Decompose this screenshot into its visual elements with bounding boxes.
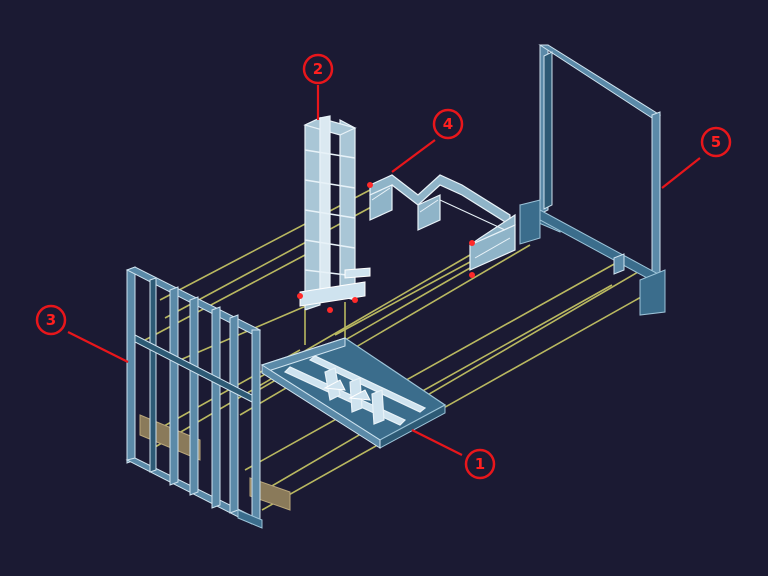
callout-label-5: 5 — [711, 133, 721, 151]
tower-part-2[interactable] — [297, 115, 371, 345]
callout-2[interactable]: 2 — [302, 53, 334, 85]
tray-part-1[interactable] — [260, 337, 447, 449]
callout-label-4: 4 — [443, 115, 453, 133]
callout-4[interactable]: 4 — [432, 108, 464, 140]
callout-label-2: 2 — [313, 60, 323, 78]
frame-part-3[interactable] — [125, 266, 291, 529]
callout-label-3: 3 — [46, 311, 56, 329]
callout-3[interactable]: 3 — [35, 304, 67, 336]
callout-5[interactable]: 5 — [700, 126, 732, 158]
callout-label-1: 1 — [475, 455, 485, 473]
frame-part-5[interactable] — [519, 44, 666, 316]
callouts — [67, 85, 701, 456]
bracket-part-4[interactable] — [367, 174, 516, 278]
callout-1[interactable]: 1 — [464, 448, 496, 480]
